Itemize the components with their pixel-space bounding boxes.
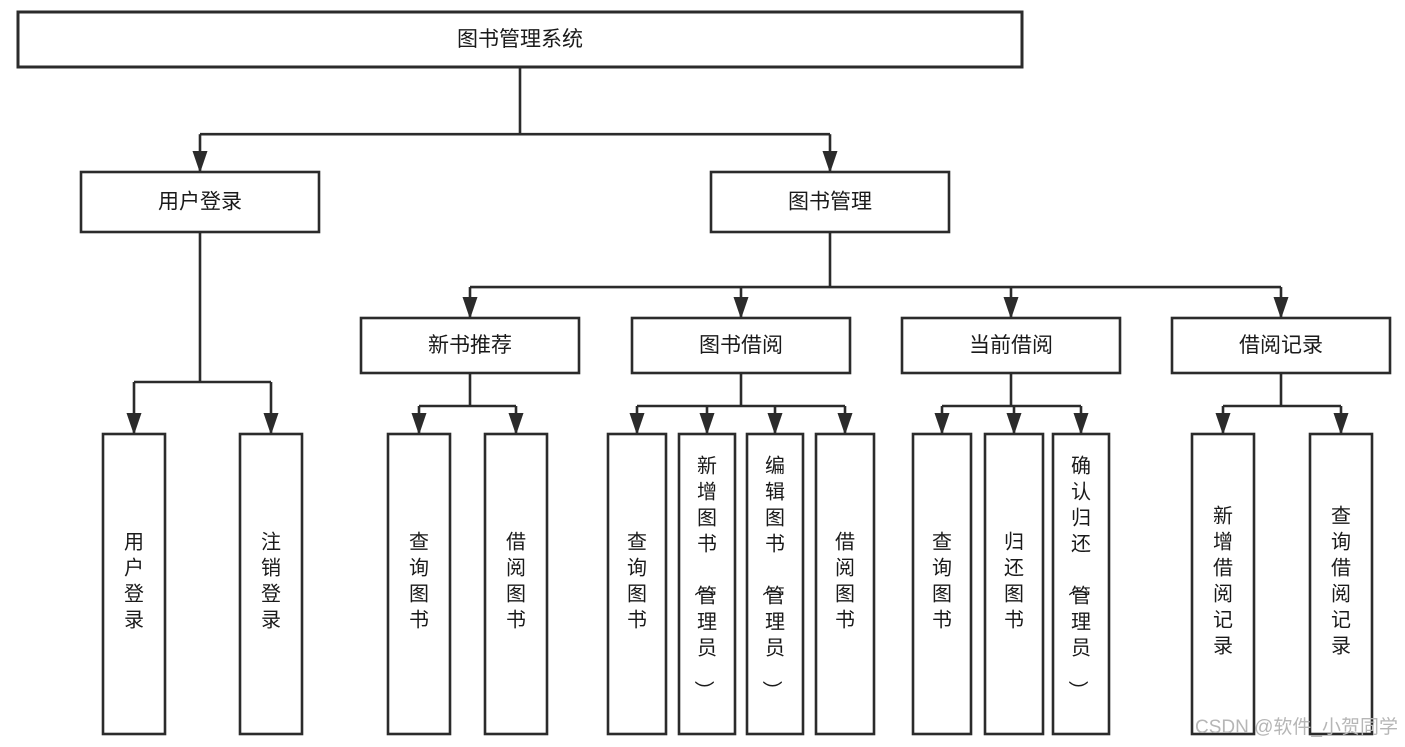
node-label-book-management: 图书管理: [788, 191, 872, 214]
arrow-head-icon: [1003, 297, 1019, 319]
node-label-leaf-logout-login: 注销登录: [261, 530, 281, 631]
node-borrow-record[interactable]: 借阅记录: [1170, 316, 1392, 375]
node-box-leaf-borrow-book-1[interactable]: [483, 432, 549, 736]
node-box-user-login[interactable]: [79, 170, 321, 234]
arrow-head-icon: [192, 151, 208, 173]
arrow-head-icon: [462, 297, 478, 319]
node-leaf-return-book[interactable]: 归还图书: [983, 432, 1045, 736]
node-box-leaf-query-borrow-record[interactable]: [1308, 432, 1374, 736]
node-label-leaf-borrow-book-2: 借阅图书: [835, 530, 855, 631]
edges-from-book-borrow: [629, 373, 853, 435]
node-label-leaf-query-book-1: 查询图书: [409, 530, 429, 631]
edges-from-user-login: [126, 232, 279, 435]
node-box-root[interactable]: [16, 10, 1024, 69]
arrow-head-icon: [411, 413, 427, 435]
node-current-borrow[interactable]: 当前借阅: [900, 316, 1122, 375]
node-leaf-add-borrow-record[interactable]: 新增借阅记录: [1190, 432, 1256, 736]
node-box-leaf-edit-book-admin[interactable]: [745, 432, 805, 736]
node-box-leaf-return-book[interactable]: [983, 432, 1045, 736]
arrow-head-icon: [508, 413, 524, 435]
node-label-book-borrow: 图书借阅: [699, 334, 783, 357]
node-label-leaf-edit-book-admin: 编辑图书（管理员）: [760, 454, 785, 700]
node-box-current-borrow[interactable]: [900, 316, 1122, 375]
arrow-head-icon: [934, 413, 950, 435]
node-leaf-borrow-book-2[interactable]: 借阅图书: [814, 432, 876, 736]
arrow-head-icon: [1333, 413, 1349, 435]
node-leaf-query-book-2[interactable]: 查询图书: [606, 432, 668, 736]
arrow-head-icon: [263, 413, 279, 435]
node-box-new-book-recommend[interactable]: [359, 316, 581, 375]
edges-from-root: [192, 67, 838, 173]
node-label-borrow-record: 借阅记录: [1239, 334, 1323, 357]
node-leaf-query-book-3[interactable]: 查询图书: [911, 432, 973, 736]
node-leaf-edit-book-admin[interactable]: 编辑图书（管理员）: [745, 432, 805, 736]
node-label-root: 图书管理系统: [457, 28, 583, 51]
arrow-head-icon: [837, 413, 853, 435]
node-label-new-book-recommend: 新书推荐: [428, 334, 512, 357]
arrow-head-icon: [733, 297, 749, 319]
node-leaf-logout-login[interactable]: 注销登录: [238, 432, 304, 736]
connector-layer: [126, 67, 1349, 435]
node-root[interactable]: 图书管理系统: [16, 10, 1024, 69]
node-box-leaf-add-book-admin[interactable]: [677, 432, 737, 736]
node-box-leaf-query-book-1[interactable]: [386, 432, 452, 736]
node-box-leaf-logout-login[interactable]: [238, 432, 304, 736]
node-book-management[interactable]: 图书管理: [709, 170, 951, 234]
node-label-current-borrow: 当前借阅: [969, 334, 1053, 357]
node-label-leaf-add-book-admin: 新增图书（管理员）: [692, 454, 717, 700]
node-layer: 图书管理系统用户登录图书管理新书推荐图书借阅当前借阅借阅记录用户登录注销登录查询…: [16, 10, 1392, 736]
arrow-head-icon: [699, 413, 715, 435]
node-label-leaf-borrow-book-1: 借阅图书: [506, 530, 526, 631]
node-leaf-borrow-book-1[interactable]: 借阅图书: [483, 432, 549, 736]
node-leaf-confirm-return-admin[interactable]: 确认归还（管理员）: [1051, 432, 1111, 736]
arrow-head-icon: [629, 413, 645, 435]
edges-from-current-borrow: [934, 373, 1089, 435]
node-new-book-recommend[interactable]: 新书推荐: [359, 316, 581, 375]
edges-from-borrow-record: [1215, 373, 1349, 435]
node-label-leaf-user-login: 用户登录: [124, 531, 144, 631]
node-leaf-user-login[interactable]: 用户登录: [101, 432, 167, 736]
node-leaf-add-book-admin[interactable]: 新增图书（管理员）: [677, 432, 737, 736]
node-user-login[interactable]: 用户登录: [79, 170, 321, 234]
node-box-borrow-record[interactable]: [1170, 316, 1392, 375]
arrow-head-icon: [1073, 413, 1089, 435]
node-label-leaf-return-book: 归还图书: [1004, 530, 1024, 631]
node-label-leaf-query-book-2: 查询图书: [627, 530, 647, 631]
node-label-user-login: 用户登录: [158, 191, 242, 214]
arrow-head-icon: [767, 413, 783, 435]
edges-from-book-management: [462, 232, 1289, 319]
arrow-head-icon: [1273, 297, 1289, 319]
edges-from-new-book-recommend: [411, 373, 524, 435]
arrow-head-icon: [1215, 413, 1231, 435]
node-box-book-borrow[interactable]: [630, 316, 852, 375]
arrow-head-icon: [1006, 413, 1022, 435]
node-label-leaf-add-borrow-record: 新增借阅记录: [1213, 504, 1233, 657]
arrow-head-icon: [126, 413, 142, 435]
arrow-head-icon: [822, 151, 838, 173]
node-box-leaf-query-book-3[interactable]: [911, 432, 973, 736]
node-box-leaf-confirm-return-admin[interactable]: [1051, 432, 1111, 736]
node-box-leaf-user-login[interactable]: [101, 432, 167, 736]
node-label-leaf-confirm-return-admin: 确认归还（管理员）: [1066, 454, 1091, 700]
node-label-leaf-query-book-3: 查询图书: [932, 530, 952, 631]
node-leaf-query-borrow-record[interactable]: 查询借阅记录: [1308, 432, 1374, 736]
node-label-leaf-query-borrow-record: 查询借阅记录: [1331, 504, 1351, 657]
node-box-book-management[interactable]: [709, 170, 951, 234]
csdn-watermark: CSDN @软件_小贺同学: [1195, 716, 1398, 738]
node-box-leaf-borrow-book-2[interactable]: [814, 432, 876, 736]
node-box-leaf-query-book-2[interactable]: [606, 432, 668, 736]
node-leaf-query-book-1[interactable]: 查询图书: [386, 432, 452, 736]
node-box-leaf-add-borrow-record[interactable]: [1190, 432, 1256, 736]
node-book-borrow[interactable]: 图书借阅: [630, 316, 852, 375]
